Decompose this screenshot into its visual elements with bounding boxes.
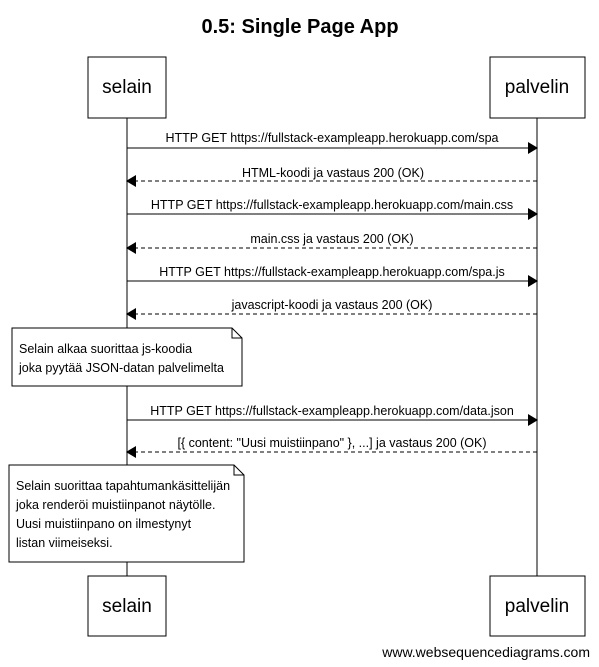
footer-link[interactable]: www.websequencediagrams.com <box>381 644 590 660</box>
message-label: HTTP GET https://fullstack-exampleapp.he… <box>150 404 514 418</box>
message-label: HTTP GET https://fullstack-exampleapp.he… <box>165 131 498 145</box>
server-actor-bottom <box>489 575 586 637</box>
server-actor-label-bottom: palvelin <box>505 596 569 617</box>
message-1: HTTP GET https://fullstack-exampleapp.he… <box>127 131 538 154</box>
message-label: HTTP GET https://fullstack-exampleapp.he… <box>159 265 505 279</box>
browser-actor-top <box>87 56 167 119</box>
message-8: [{ content: "Uusi muistiinpano" }, ...] … <box>126 436 537 458</box>
diagram-title: 0.5: Single Page App <box>201 16 398 38</box>
note-line: Selain suorittaa tapahtumankäsittelijän <box>16 479 230 493</box>
message-label: [{ content: "Uusi muistiinpano" }, ...] … <box>177 436 486 450</box>
server-actor-top <box>489 56 586 119</box>
note-line: Selain alkaa suorittaa js-koodia <box>19 342 192 356</box>
message-label: javascript-koodi ja vastaus 200 (OK) <box>231 298 433 312</box>
note-line: joka pyytää JSON-datan palvelimelta <box>18 361 224 375</box>
note-line: joka renderöi muistiinpanot näytölle. <box>15 498 215 512</box>
server-actor-label-top: palvelin <box>505 77 569 98</box>
note-line: listan viimeiseksi. <box>16 536 113 550</box>
note-line: Uusi muistiinpano on ilmestynyt <box>16 517 192 531</box>
note-box <box>8 464 245 563</box>
message-label: HTML-koodi ja vastaus 200 (OK) <box>242 166 424 180</box>
message-4: main.css ja vastaus 200 (OK) <box>126 232 537 254</box>
note-1: Selain alkaa suorittaa js-koodia joka py… <box>11 327 243 387</box>
message-label: HTTP GET https://fullstack-exampleapp.he… <box>151 198 513 212</box>
message-6: javascript-koodi ja vastaus 200 (OK) <box>126 298 537 320</box>
message-2: HTML-koodi ja vastaus 200 (OK) <box>126 166 537 187</box>
message-7: HTTP GET https://fullstack-exampleapp.he… <box>127 404 538 426</box>
note-fold <box>231 328 242 339</box>
browser-actor-bottom <box>87 575 167 637</box>
browser-actor-label-top: selain <box>102 77 152 98</box>
message-5: HTTP GET https://fullstack-exampleapp.he… <box>127 265 538 287</box>
note-2: Selain suorittaa tapahtumankäsittelijän … <box>8 464 245 563</box>
message-3: HTTP GET https://fullstack-exampleapp.he… <box>127 198 538 220</box>
message-label: main.css ja vastaus 200 (OK) <box>250 232 413 246</box>
browser-actor-label-bottom: selain <box>102 596 152 617</box>
note-box <box>11 327 243 387</box>
note-fold <box>233 465 244 476</box>
